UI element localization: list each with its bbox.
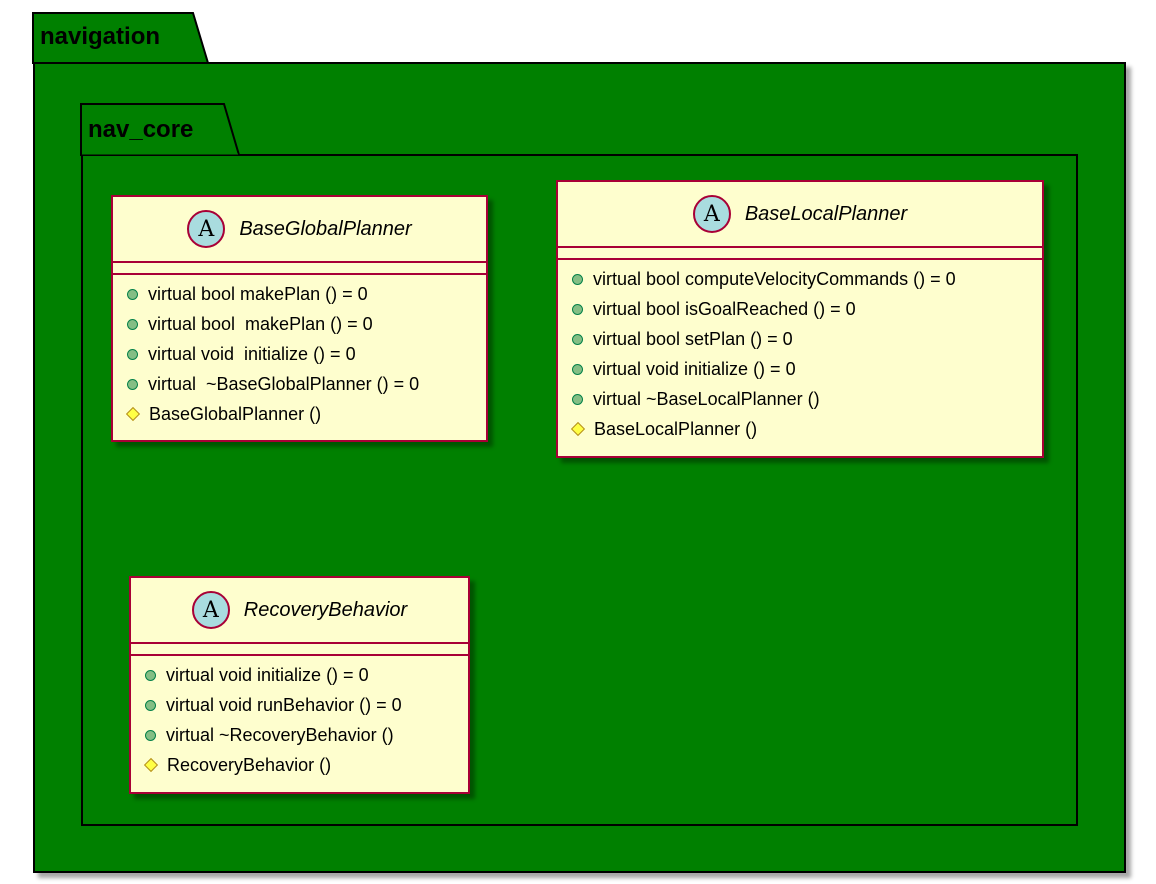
navigation-package-label: navigation xyxy=(40,23,161,50)
method-item[interactable]: virtual bool setPlan () = 0 xyxy=(558,324,1042,354)
method-item[interactable]: BaseLocalPlanner () xyxy=(558,414,1042,444)
class-name: RecoveryBehavior xyxy=(243,598,408,621)
method-signature: virtual bool setPlan () = 0 xyxy=(593,328,793,349)
method-item[interactable]: virtual bool isGoalReached () = 0 xyxy=(558,294,1042,324)
method-signature: virtual bool computeVelocityCommands () … xyxy=(593,268,956,289)
methods-compartment: virtual void initialize () = 0 virtual v… xyxy=(131,656,468,780)
method-signature: virtual void initialize () = 0 xyxy=(148,343,356,364)
method-item[interactable]: RecoveryBehavior () xyxy=(131,750,468,780)
method-signature: BaseLocalPlanner () xyxy=(594,418,758,439)
public-method-icon xyxy=(145,729,156,741)
method-signature: virtual ~BaseLocalPlanner () xyxy=(593,388,820,409)
protected-method-icon xyxy=(570,421,586,437)
class-header: A BaseLocalPlanner xyxy=(558,182,1042,248)
methods-compartment: virtual bool computeVelocityCommands () … xyxy=(558,260,1042,444)
class-header: A BaseGlobalPlanner xyxy=(113,197,486,263)
public-method-icon xyxy=(127,348,138,360)
class-header: A RecoveryBehavior xyxy=(131,578,468,644)
abstract-class-icon: A xyxy=(692,195,731,233)
class-name: BaseGlobalPlanner xyxy=(239,217,412,240)
public-method-icon xyxy=(145,699,156,711)
class-base-local-planner[interactable]: A BaseLocalPlanner virtual bool computeV… xyxy=(556,180,1044,458)
method-signature: virtual void runBehavior () = 0 xyxy=(166,694,402,715)
method-signature: BaseGlobalPlanner () xyxy=(149,403,322,424)
public-method-icon xyxy=(572,333,583,345)
method-signature: RecoveryBehavior () xyxy=(167,754,332,775)
method-item[interactable]: virtual void initialize () = 0 xyxy=(131,660,468,690)
abstract-class-icon: A xyxy=(191,591,230,629)
method-item[interactable]: virtual bool computeVelocityCommands () … xyxy=(558,264,1042,294)
method-item[interactable]: virtual void initialize () = 0 xyxy=(113,339,486,369)
method-item[interactable]: virtual ~RecoveryBehavior () xyxy=(131,720,468,750)
method-signature: virtual bool makePlan () = 0 xyxy=(148,313,373,334)
method-signature: virtual void initialize () = 0 xyxy=(166,664,369,685)
method-signature: virtual bool isGoalReached () = 0 xyxy=(593,298,856,319)
attributes-compartment xyxy=(113,263,486,275)
public-method-icon xyxy=(572,363,583,375)
public-method-icon xyxy=(127,378,138,390)
public-method-icon xyxy=(572,393,583,405)
public-method-icon xyxy=(127,288,138,300)
method-signature: virtual void initialize () = 0 xyxy=(593,358,796,379)
attributes-compartment xyxy=(558,248,1042,260)
method-item[interactable]: virtual void runBehavior () = 0 xyxy=(131,690,468,720)
method-signature: virtual bool makePlan () = 0 xyxy=(148,283,368,304)
method-item[interactable]: virtual bool makePlan () = 0 xyxy=(113,309,486,339)
class-name: BaseLocalPlanner xyxy=(744,202,908,225)
attributes-compartment xyxy=(131,644,468,656)
methods-compartment: virtual bool makePlan () = 0 virtual boo… xyxy=(113,275,486,429)
class-base-global-planner[interactable]: A BaseGlobalPlanner virtual bool makePla… xyxy=(111,195,488,442)
public-method-icon xyxy=(572,303,583,315)
protected-method-icon xyxy=(125,406,141,422)
public-method-icon xyxy=(145,669,156,681)
public-method-icon xyxy=(572,273,583,285)
method-signature: virtual ~RecoveryBehavior () xyxy=(166,724,394,745)
method-item[interactable]: virtual ~BaseLocalPlanner () xyxy=(558,384,1042,414)
protected-method-icon xyxy=(143,757,159,773)
nav-core-package-label: nav_core xyxy=(88,116,194,143)
method-item[interactable]: BaseGlobalPlanner () xyxy=(113,399,486,429)
class-recovery-behavior[interactable]: A RecoveryBehavior virtual void initiali… xyxy=(129,576,470,794)
method-item[interactable]: virtual bool makePlan () = 0 xyxy=(113,279,486,309)
method-item[interactable]: virtual void initialize () = 0 xyxy=(558,354,1042,384)
abstract-class-icon: A xyxy=(187,210,226,248)
method-item[interactable]: virtual ~BaseGlobalPlanner () = 0 xyxy=(113,369,486,399)
public-method-icon xyxy=(127,318,138,330)
method-signature: virtual ~BaseGlobalPlanner () = 0 xyxy=(148,373,420,394)
